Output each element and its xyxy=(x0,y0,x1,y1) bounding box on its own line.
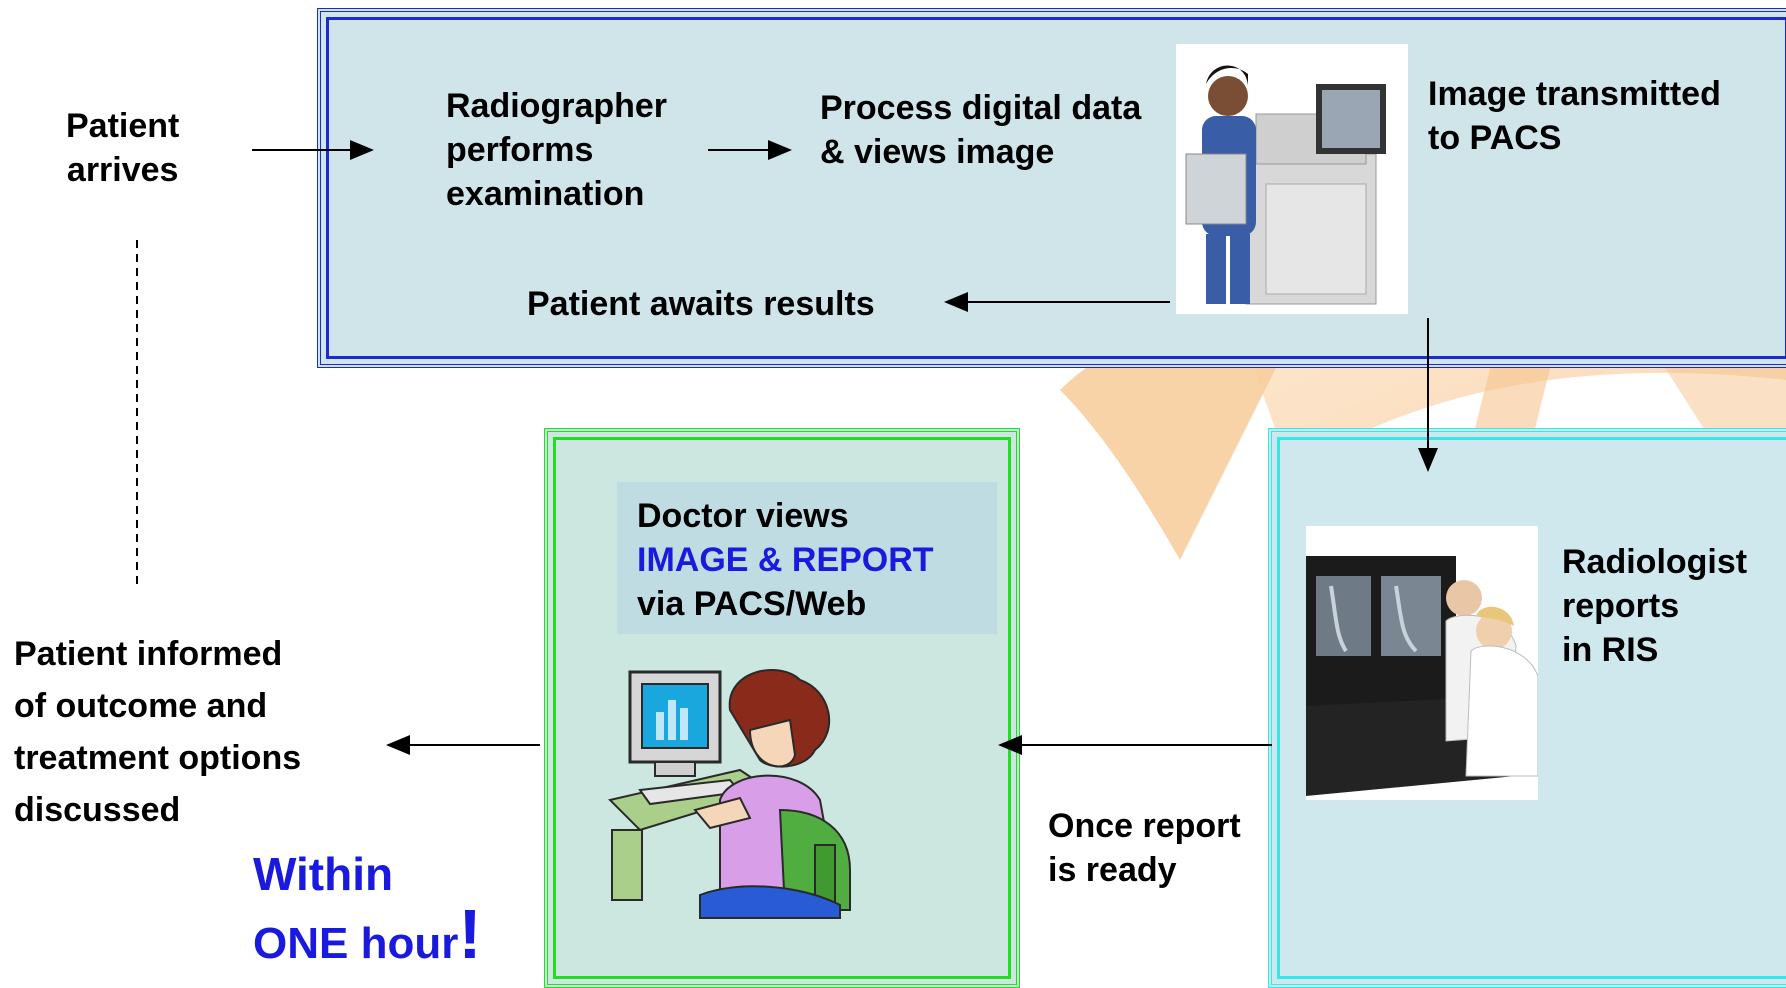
patient-awaits-label: Patient awaits results xyxy=(527,285,875,323)
radiologist-label: Radiologist reports in RIS xyxy=(1562,543,1748,669)
once-report-label: Once report is ready xyxy=(1048,807,1241,889)
flow-arrows xyxy=(136,140,1438,755)
doctor-label-background xyxy=(617,482,997,634)
doctor-views-label: Doctor views IMAGE & REPORT via PACS/Web xyxy=(637,497,934,623)
radiographer-label: Radiographer performs examination xyxy=(446,87,668,213)
one-hour-label: ONE hour! xyxy=(253,895,482,973)
doctor-at-computer-icon xyxy=(608,669,851,919)
patient-informed-label: Patient informed of outcome and treatmen… xyxy=(14,635,302,829)
patient-arrives-label: Patient arrives xyxy=(66,107,180,189)
image-transmitted-label: Image transmitted to PACS xyxy=(1428,75,1721,157)
acquisition-panel xyxy=(317,8,1786,368)
process-data-label: Process digital data & views image xyxy=(820,89,1142,171)
radiographer-photo xyxy=(1176,44,1408,314)
radiologist-photo xyxy=(1306,526,1538,800)
within-label: Within xyxy=(253,848,394,900)
